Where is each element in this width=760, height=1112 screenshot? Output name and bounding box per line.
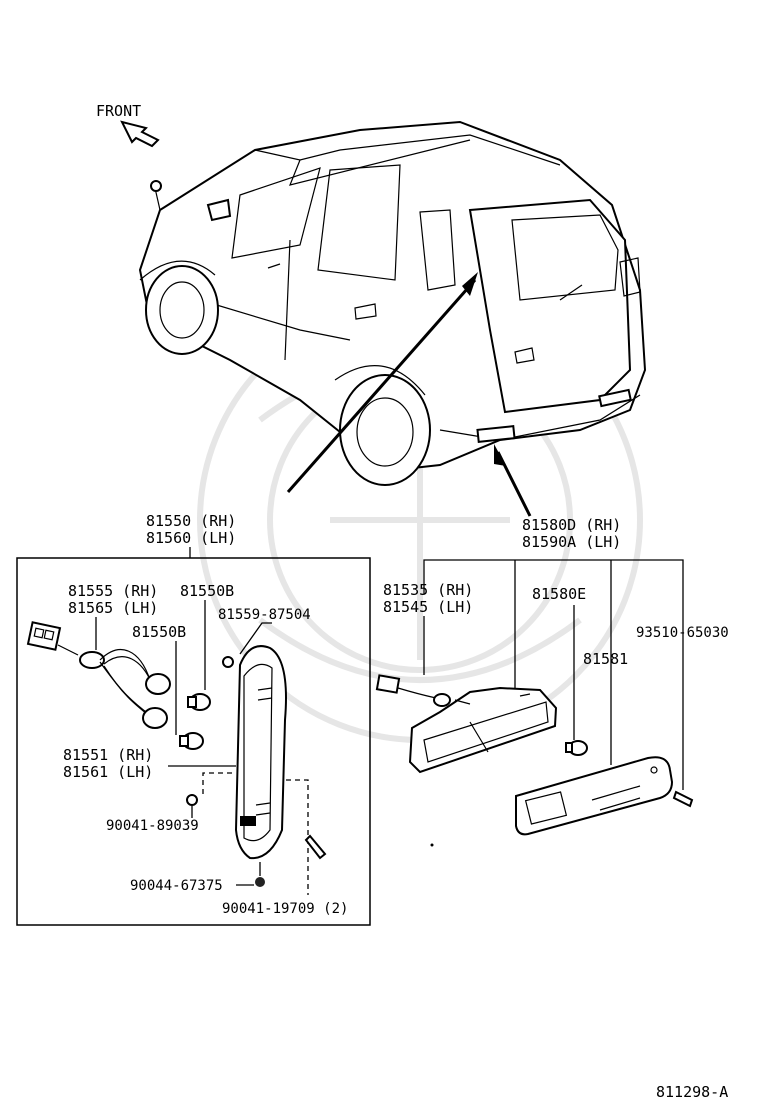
label-90041-89039: 90041-89039 [106, 818, 199, 834]
label-81550b-upper: 81550B [180, 582, 234, 600]
tail-lens-81551-icon [234, 645, 287, 860]
bulb-81550b-lower-icon [175, 641, 204, 750]
lens-81581-icon [515, 756, 674, 836]
screw-93510-65030-icon [672, 790, 694, 808]
label-93510-65030: 93510-65030 [636, 625, 729, 641]
front-label: FRONT [96, 102, 141, 120]
bulb-81550b-upper-icon [187, 600, 211, 711]
label-81551-rh: 81551 (RH) [63, 746, 153, 764]
vehicle-illustration [138, 120, 647, 486]
label-81550-rh: 81550 (RH) [146, 512, 236, 530]
label-81559-87504: 81559-87504 [218, 607, 311, 623]
front-arrow-icon [120, 120, 160, 148]
rear-combination-lamp-box [16, 557, 371, 926]
label-81580d-rh: 81580D (RH) [522, 516, 621, 534]
socket-81535-icon [375, 674, 451, 707]
bulb-81580e-icon [565, 740, 588, 756]
diagram-id: 811298-A [656, 1083, 728, 1101]
nut-90044-67375-icon [255, 877, 265, 887]
label-81565-lh: 81565 (LH) [68, 599, 158, 617]
socket-and-wire-harness [26, 621, 171, 729]
label-90044-67375: 90044-67375 [130, 878, 223, 894]
screw-90041-19709-icon [304, 834, 327, 860]
label-81535-rh: 81535 (RH) [383, 581, 473, 599]
label-81581: 81581 [583, 650, 628, 668]
label-81550b-lower: 81550B [132, 623, 186, 641]
screw-90041-89039-icon [186, 794, 198, 806]
reflex-housing-81580d-icon [408, 686, 558, 774]
label-81560-lh: 81560 (LH) [146, 529, 236, 547]
pointer-arrows [286, 272, 532, 517]
label-81580e: 81580E [532, 585, 586, 603]
label-90041-19709: 90041-19709 (2) [222, 901, 348, 917]
label-81555-rh: 81555 (RH) [68, 582, 158, 600]
screw-81559-icon [222, 656, 234, 668]
label-81561-lh: 81561 (LH) [63, 763, 153, 781]
label-81545-lh: 81545 (LH) [383, 598, 473, 616]
label-81590a-lh: 81590A (LH) [522, 533, 621, 551]
